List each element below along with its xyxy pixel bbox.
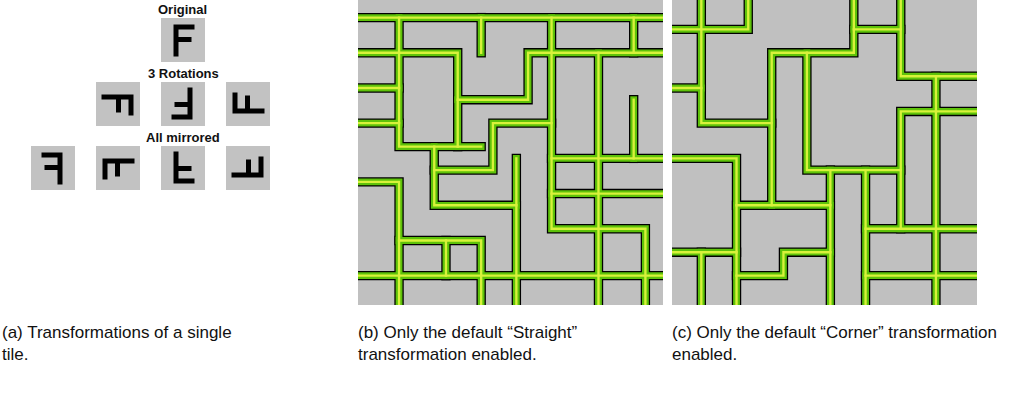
tile-heading: All mirrored: [146, 130, 220, 145]
sub-caption: (b) Only the default “Straight” transfor…: [358, 322, 664, 366]
tile-heading: Original: [158, 2, 207, 17]
sub-caption: (c) Only the default “Corner” transforma…: [672, 322, 1022, 366]
tile-rotations: [96, 82, 270, 126]
sub-caption: (a) Transformations of a single tile.: [2, 322, 254, 366]
tile-heading: 3 Rotations: [148, 66, 219, 81]
tile-mirrored: [31, 146, 270, 190]
maze-straight: [358, 0, 663, 305]
maze-corner: [672, 0, 977, 305]
tile-original: [161, 18, 205, 62]
